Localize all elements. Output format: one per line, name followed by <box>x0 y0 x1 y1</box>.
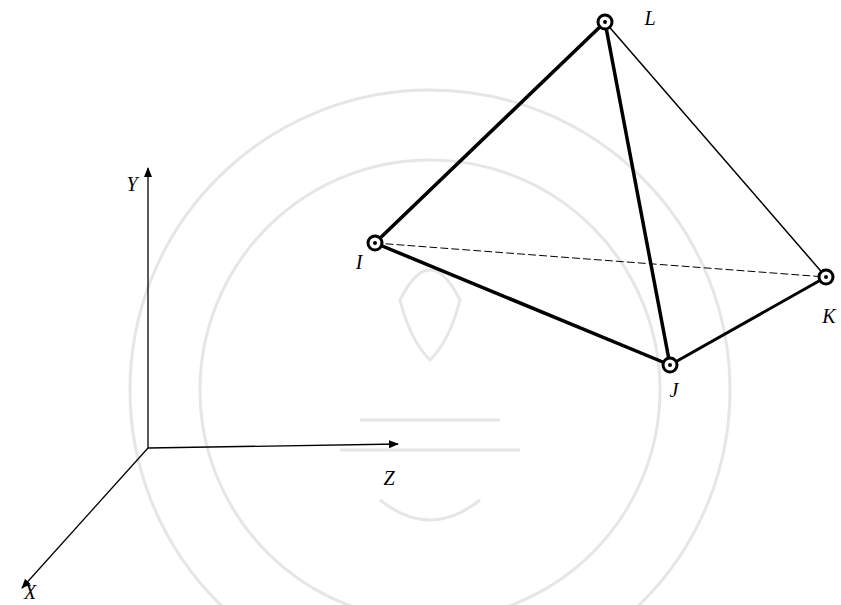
edge <box>605 22 826 277</box>
edge <box>605 22 670 365</box>
vertex-label: I <box>356 252 363 272</box>
edge <box>375 22 605 243</box>
z-axis <box>148 444 398 448</box>
vertex-label: L <box>644 8 655 28</box>
vertex-label: K <box>822 306 835 326</box>
axis-label: Y <box>126 174 137 194</box>
vertex <box>819 270 833 284</box>
edge <box>375 243 670 365</box>
edge <box>670 277 826 365</box>
axes <box>22 168 398 588</box>
tetrahedron-edges <box>375 22 826 365</box>
vertex-label: J <box>670 380 679 400</box>
vertex <box>368 236 382 250</box>
axis-label: Z <box>383 468 394 488</box>
vertex <box>663 358 677 372</box>
vertex <box>598 15 612 29</box>
watermark <box>130 90 730 605</box>
vertex-nodes <box>368 15 833 372</box>
x-axis <box>22 448 148 588</box>
y-axis <box>147 168 148 448</box>
axis-label: X <box>24 582 36 602</box>
